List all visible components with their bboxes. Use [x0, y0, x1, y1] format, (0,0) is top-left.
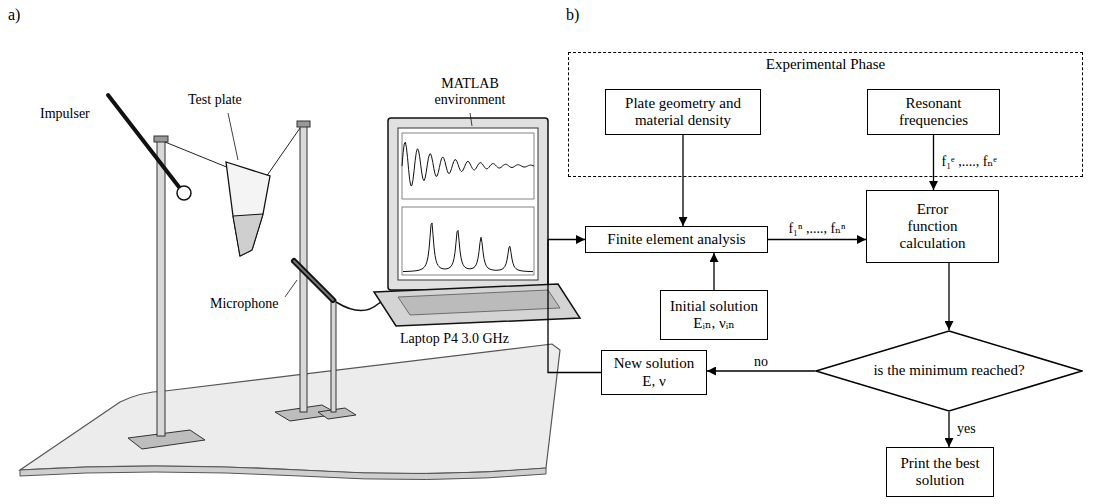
impulser-tip — [177, 186, 191, 200]
decision-diamond: is the minimum reached? — [815, 330, 1083, 412]
table-surface — [20, 344, 560, 474]
test-plate-shade — [233, 214, 263, 256]
diamond-shape — [816, 331, 1082, 411]
edge-label: yes — [955, 421, 978, 437]
node-text: Eᵢₙ, νᵢₙ — [693, 315, 734, 332]
laptop-screen-frame — [388, 118, 548, 290]
stand-post — [157, 140, 165, 436]
node-text: New solution — [614, 355, 694, 372]
part-label: MATLAB environment — [420, 76, 520, 108]
process-box: New solutionE, ν — [601, 350, 707, 395]
leader-line — [285, 280, 297, 297]
microphone-body — [294, 261, 333, 300]
flow-arrow — [713, 253, 714, 290]
part-label: Laptop P4 3.0 GHz — [400, 331, 509, 347]
microphone-highlight — [294, 261, 333, 300]
input-box: Resonant frequencies — [867, 89, 1000, 135]
node-text: E, ν — [642, 373, 665, 390]
suspension-string — [165, 142, 229, 168]
waveform-panel — [402, 133, 534, 199]
laptop-keyboard-base — [374, 284, 580, 326]
laptop-keyboard — [398, 290, 560, 315]
part-label: Impulser — [40, 106, 90, 122]
mic-stand-post — [331, 300, 336, 412]
flow-arrow — [707, 370, 815, 371]
edge-label: f₁ᵉ ,...., fₙᵉ — [940, 154, 999, 170]
flow-arrow — [768, 239, 866, 240]
process-box: Initial solutionEᵢₙ, νᵢₙ — [660, 290, 768, 340]
experimental-phase-group: Experimental PhasePlate geometry and mat… — [568, 52, 1083, 177]
output-box: Print the best solution — [886, 447, 994, 497]
laptop-screen — [398, 128, 538, 280]
spectrum-trace — [403, 223, 533, 272]
stand-cap — [297, 121, 310, 127]
edge-label: no — [752, 354, 770, 370]
leader-line — [228, 113, 238, 160]
impulser-rod — [108, 95, 179, 187]
table-edge — [20, 466, 546, 480]
test-plate — [226, 162, 270, 256]
leader-line — [470, 113, 472, 126]
node-text: Print the best solution — [893, 455, 987, 490]
flow-arrow — [682, 135, 683, 226]
stand-cap — [154, 136, 168, 142]
stand-base — [128, 430, 205, 449]
node-text: Experimental Phase — [569, 56, 1082, 73]
edge-label: f₁ⁿ ,...., fₙⁿ — [786, 221, 847, 237]
process-box: Finite element analysis — [585, 226, 768, 253]
input-box: Plate geometry and material density — [605, 89, 761, 135]
flow-arrow — [948, 263, 949, 330]
spectrum-panel — [402, 207, 534, 275]
node-text: Plate geometry and material density — [613, 95, 753, 130]
flow-arrow — [933, 135, 934, 190]
part-label: Test plate — [188, 92, 242, 108]
node-text: Initial solution — [670, 298, 758, 315]
mic-stand-base — [318, 408, 356, 419]
process-box: Error function calculation — [866, 190, 999, 263]
panel-label: a) — [8, 6, 20, 24]
time-signal-trace — [402, 142, 534, 185]
flow-arrow — [948, 412, 949, 447]
suspension-string — [266, 128, 300, 177]
node-text: is the minimum reached? — [873, 362, 1024, 379]
part-label: Microphone — [210, 296, 278, 312]
node-text: Finite element analysis — [607, 231, 745, 248]
panel-label: b) — [566, 6, 579, 24]
flow-arrow — [548, 240, 601, 373]
node-text: Resonant frequencies — [888, 95, 980, 130]
node-text: Error function calculation — [894, 201, 972, 253]
